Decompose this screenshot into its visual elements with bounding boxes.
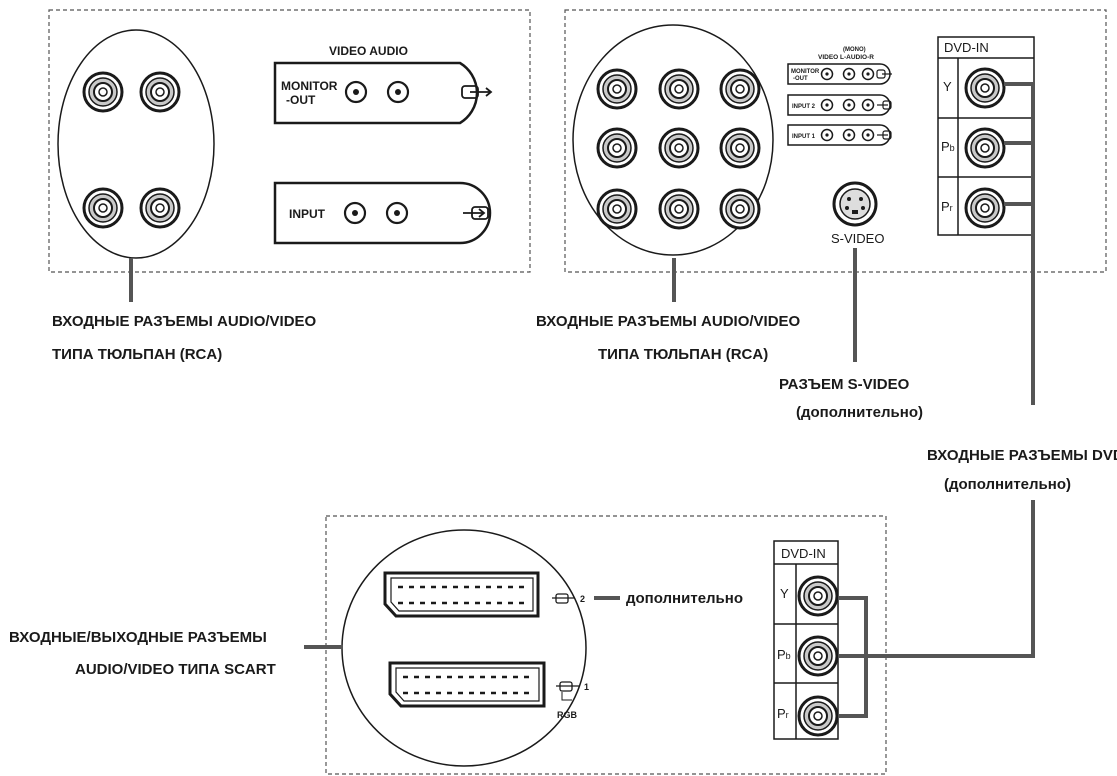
panel-left: VIDEO AUDIO MONITOR -OUT INPUT ВХОДНЫЕ Р… xyxy=(48,9,531,363)
jack xyxy=(861,67,875,81)
dvd-in-title: DVD-IN xyxy=(781,546,826,561)
rca-jack xyxy=(139,71,181,113)
caption-scart: AUDIO/VIDEO ТИПА SCART xyxy=(75,661,276,678)
input-video-jack xyxy=(343,201,367,225)
monitor-out-label: MONITOR xyxy=(791,69,820,75)
input-label: INPUT xyxy=(289,207,326,221)
jack xyxy=(842,128,856,142)
caption-dvd: (дополнительно) xyxy=(944,476,1071,493)
output-arrow-icon xyxy=(461,85,493,99)
input-arrow-icon xyxy=(877,130,892,140)
rca-jack xyxy=(719,68,761,110)
jack xyxy=(861,128,875,142)
jack xyxy=(820,98,834,112)
caption-svideo: (дополнительно) xyxy=(796,404,923,421)
input2-label: INPUT 2 xyxy=(792,104,816,110)
jack xyxy=(820,67,834,81)
svideo-label: S-VIDEO xyxy=(831,231,884,246)
caption-scart: ВХОДНЫЕ/ВЫХОДНЫЕ РАЗЪЕМЫ xyxy=(9,629,267,646)
panel-right: (MONO) VIDEO L-AUDIO-R MONITOR -OUT INPU… xyxy=(536,9,1117,658)
rca-jack xyxy=(596,68,638,110)
caption-svideo: РАЗЪЕМ S-VIDEO xyxy=(779,376,910,393)
output-arrow-icon xyxy=(876,69,892,79)
audio-header: L-AUDIO-R xyxy=(840,54,874,61)
optional-label: дополнительно xyxy=(626,590,743,607)
caption-dvd: ВХОДНЫЕ РАЗЪЕМЫ DVD xyxy=(927,447,1117,464)
rgb-label: RGB xyxy=(557,710,578,720)
panel-left-header: VIDEO AUDIO xyxy=(329,44,408,58)
dvd-pr-label: Pr xyxy=(777,706,789,721)
rca-jack xyxy=(719,188,761,230)
scart2-number: 2 xyxy=(580,594,585,604)
scart-io-icon xyxy=(556,681,579,701)
input-arrow-icon xyxy=(463,206,489,220)
dvd-in-block-bottom: DVD-IN Y Pb Pr xyxy=(773,540,839,740)
input-audio-jack xyxy=(385,201,409,225)
panel-bottom: 2 дополнительно 1 RGB ВХОДНЫЕ/ВЫХОДНЫЕ Р… xyxy=(9,515,1035,775)
monitor-out-label: -OUT xyxy=(793,76,808,82)
rca-group-outline xyxy=(57,29,215,259)
dvd-y-jack xyxy=(797,575,839,617)
dvd-leader-lines xyxy=(838,596,1035,718)
rca-jack xyxy=(658,188,700,230)
jack xyxy=(861,98,875,112)
panel-right-frame xyxy=(564,9,1107,273)
jack xyxy=(842,98,856,112)
monitor-out-block-small xyxy=(787,63,891,85)
dvd-pb-label: Pb xyxy=(941,139,955,154)
caption-rca-left: ТИПА ТЮЛЬПАН (RCA) xyxy=(52,346,222,363)
jack xyxy=(820,128,834,142)
monitor-out-audio-jack xyxy=(386,80,410,104)
monitor-out-label: MONITOR xyxy=(281,79,338,93)
video-header: VIDEO xyxy=(818,54,838,61)
dvd-y-jack xyxy=(964,67,1006,109)
scart-io-icon xyxy=(552,593,575,604)
dvd-pb-label: Pb xyxy=(777,647,791,662)
input1-block xyxy=(787,124,891,146)
rca-jack xyxy=(82,187,124,229)
panel-left-frame xyxy=(48,9,531,273)
dvd-y-label: Y xyxy=(943,79,952,94)
dvd-in-title: DVD-IN xyxy=(944,40,989,55)
jack xyxy=(842,67,856,81)
rca-jack xyxy=(719,127,761,169)
caption-rca-left: ВХОДНЫЕ РАЗЪЕМЫ AUDIO/VIDEO xyxy=(52,313,317,330)
svideo-connector xyxy=(832,181,878,227)
dvd-leader-lines xyxy=(1004,82,1035,405)
dvd-pr-jack xyxy=(797,695,839,737)
rca-jack xyxy=(658,127,700,169)
input1-label: INPUT 1 xyxy=(792,134,816,140)
caption-rca-right: ВХОДНЫЕ РАЗЪЕМЫ AUDIO/VIDEO xyxy=(536,313,801,330)
monitor-out-block xyxy=(273,61,479,125)
scart-connector-2 xyxy=(383,571,540,618)
rca-jack xyxy=(596,188,638,230)
input2-block xyxy=(787,94,891,116)
scart-connector-1 xyxy=(388,661,546,708)
dvd-y-label: Y xyxy=(780,586,789,601)
dvd-pr-jack xyxy=(964,187,1006,229)
input-block xyxy=(273,181,492,245)
monitor-out-video-jack xyxy=(344,80,368,104)
scart1-number: 1 xyxy=(584,682,589,692)
dvd-pb-jack xyxy=(964,127,1006,169)
rca-jack xyxy=(658,68,700,110)
input-arrow-icon xyxy=(877,100,892,110)
rca-jack xyxy=(82,71,124,113)
rca-jack xyxy=(596,127,638,169)
mono-label: (MONO) xyxy=(843,47,866,53)
caption-rca-right: ТИПА ТЮЛЬПАН (RCA) xyxy=(598,346,768,363)
dvd-pb-jack xyxy=(797,635,839,677)
monitor-out-label: -OUT xyxy=(286,93,316,107)
dvd-pr-label: Pr xyxy=(941,199,953,214)
rca-group-outline xyxy=(572,24,774,256)
rca-jack xyxy=(139,187,181,229)
scart-group-outline xyxy=(341,529,587,767)
